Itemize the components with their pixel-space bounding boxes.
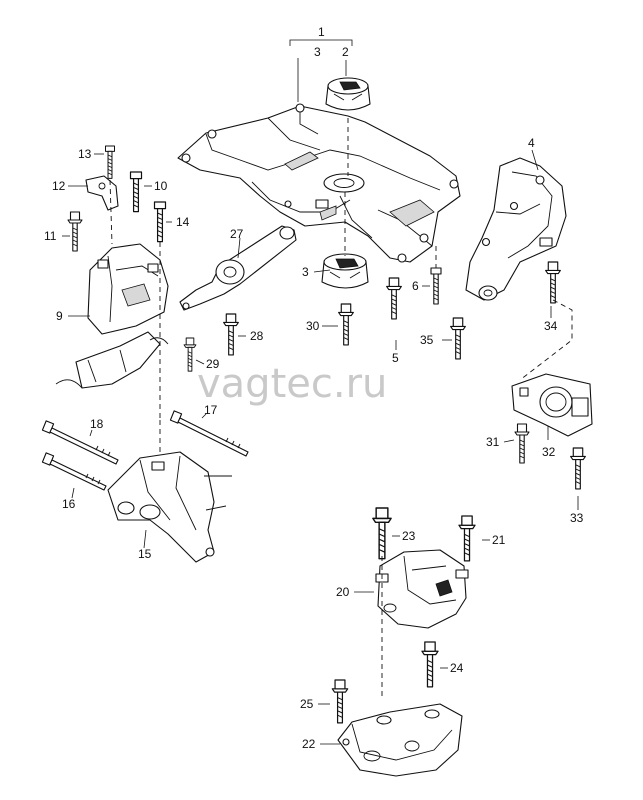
callout-2: 2	[342, 45, 349, 59]
callout-20: 20	[336, 585, 350, 599]
watermark-text: vagtec.ru	[197, 361, 387, 407]
leader-lines	[62, 39, 579, 745]
bolt-part-11	[67, 211, 83, 252]
callout-labels: 1 3 2 4 13 12 10 11 14 27 3 6 9 30 34 28…	[44, 25, 584, 751]
callout-30: 30	[306, 319, 320, 333]
callout-1: 1	[318, 25, 325, 39]
engine-support-part-4	[465, 157, 567, 301]
bolt-part-33	[570, 447, 586, 490]
bolt-part-25	[331, 679, 349, 724]
callout-13: 13	[78, 147, 92, 161]
callout-21: 21	[492, 533, 506, 547]
base-bracket-part-22	[337, 703, 463, 777]
torque-rod-part-27	[179, 225, 297, 311]
callout-12: 12	[52, 179, 66, 193]
callout-14: 14	[176, 215, 190, 229]
callout-6: 6	[412, 279, 419, 293]
callout-31: 31	[486, 435, 500, 449]
callout-24: 24	[450, 661, 464, 675]
callout-35: 35	[420, 333, 434, 347]
bolt-part-16	[41, 452, 107, 491]
callout-28: 28	[250, 329, 264, 343]
bushing-part-2	[325, 77, 371, 111]
bolt-part-17	[169, 410, 249, 457]
callout-27: 27	[230, 227, 244, 241]
callout-25: 25	[300, 697, 314, 711]
assembly-lines	[109, 118, 573, 700]
callout-22: 22	[302, 737, 316, 751]
mount-part-9	[87, 243, 169, 335]
subframe-part-1	[177, 103, 461, 263]
callout-11: 11	[44, 229, 57, 243]
callout-18: 18	[90, 417, 104, 431]
bolt-part-6	[430, 267, 442, 305]
bolt-part-5	[386, 277, 402, 320]
bolt-part-10	[129, 171, 143, 213]
bolt-part-35	[450, 317, 466, 360]
bracket-part-15	[107, 451, 232, 563]
callout-34: 34	[544, 319, 558, 333]
callout-3-bottom: 3	[302, 265, 309, 279]
callout-15: 15	[138, 547, 152, 561]
bolt-part-30	[338, 303, 354, 346]
bolt-part-28	[223, 313, 239, 356]
bolt-part-23	[372, 507, 392, 560]
clamp-part-12	[85, 175, 119, 211]
bolt-part-18	[41, 420, 119, 465]
frame-rail-bracket	[55, 331, 169, 389]
callout-9: 9	[56, 309, 63, 323]
callout-16: 16	[62, 497, 76, 511]
gearbox-mount-part-20	[375, 549, 469, 629]
callout-23: 23	[402, 529, 416, 543]
callout-5: 5	[392, 351, 399, 365]
bolt-part-24	[421, 641, 439, 688]
callout-29: 29	[206, 357, 220, 371]
bushing-housing-part-32	[511, 373, 593, 437]
callout-17: 17	[204, 403, 218, 417]
bolt-part-34	[545, 261, 561, 304]
bolt-part-29	[183, 337, 197, 372]
callout-33: 33	[570, 511, 584, 525]
callout-4: 4	[528, 136, 535, 150]
bushing-part-3	[321, 253, 369, 289]
callout-3-top: 3	[314, 45, 321, 59]
bolt-part-13	[105, 145, 115, 179]
bolt-part-21	[458, 515, 476, 562]
bolt-part-14	[153, 201, 167, 243]
callout-10: 10	[154, 179, 168, 193]
callout-32: 32	[542, 445, 556, 459]
bolt-part-31	[514, 423, 530, 464]
